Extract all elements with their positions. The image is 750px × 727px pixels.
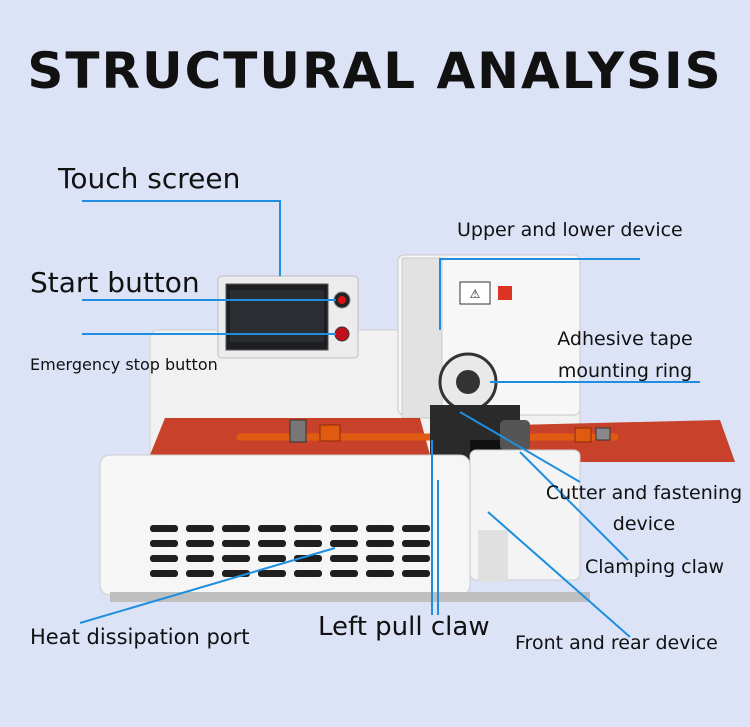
leader-clamping xyxy=(519,451,629,561)
label-adhesive-line2: mounting ring xyxy=(557,360,693,382)
svg-text:⚠: ⚠ xyxy=(470,287,481,301)
label-adhesive-line1: Adhesive tape xyxy=(557,328,693,350)
label-emergency-stop: Emergency stop button xyxy=(30,355,218,374)
label-heat-port: Heat dissipation port xyxy=(30,625,250,649)
leader-upper-lower xyxy=(439,258,640,330)
label-cutter-line1: Cutter and fastening xyxy=(545,482,743,504)
page-title: STRUCTURAL ANALYSIS xyxy=(27,42,723,100)
leader-front-rear xyxy=(487,511,631,638)
label-front-rear: Front and rear device xyxy=(515,632,718,654)
label-left-pull-claw: Left pull claw xyxy=(318,612,490,642)
leader-heat-port xyxy=(79,547,336,624)
label-clamping-claw: Clamping claw xyxy=(585,556,725,578)
machine-base xyxy=(110,592,590,602)
heat-vents xyxy=(150,525,430,577)
label-touch-screen: Touch screen xyxy=(58,162,241,195)
label-upper-lower: Upper and lower device xyxy=(457,219,683,241)
label-start-button: Start button xyxy=(30,266,200,299)
leader-lines xyxy=(79,200,700,638)
leader-cutter xyxy=(459,411,581,483)
leader-touch-screen xyxy=(82,200,281,276)
label-cutter-line2: device xyxy=(612,513,676,535)
emergency-stop-knob xyxy=(334,326,350,342)
